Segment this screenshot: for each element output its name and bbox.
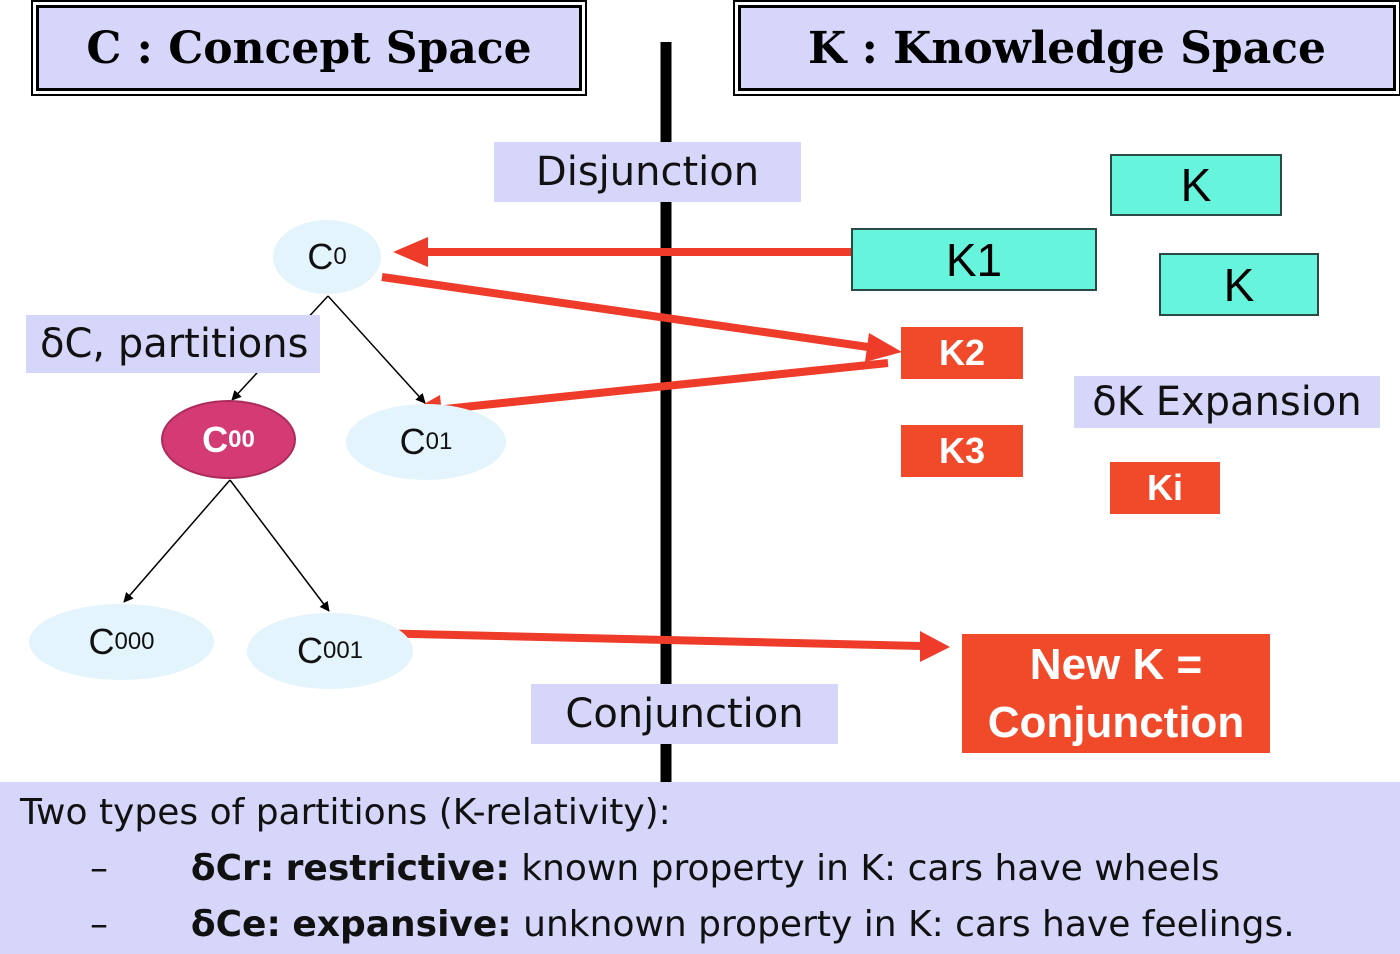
node-c001-base: C bbox=[296, 630, 323, 671]
expansion-label: δK Expansion bbox=[1074, 376, 1380, 428]
node-c0-sub: 0 bbox=[333, 243, 347, 270]
bullet-dash: – bbox=[90, 848, 108, 889]
partition-types-panel: Two types of partitions (K-relativity): … bbox=[0, 782, 1400, 954]
node-c0-base: C bbox=[307, 236, 334, 277]
conjunction-text: Conjunction bbox=[565, 691, 804, 737]
new-k-line2: Conjunction bbox=[987, 697, 1245, 747]
knowledge-box-k-mid: K bbox=[1159, 253, 1319, 316]
concept-space-header: C : Concept Space bbox=[36, 5, 582, 91]
knowledge-box-ki-text: Ki bbox=[1147, 467, 1183, 508]
partitions-text: δC, partitions bbox=[40, 321, 309, 367]
restrictive-type: restrictive: bbox=[285, 848, 510, 889]
node-c000-base: C bbox=[88, 621, 115, 662]
knowledge-space-header: K : Knowledge Space bbox=[738, 5, 1396, 91]
knowledge-box-k3-text: K3 bbox=[938, 430, 986, 471]
arrow-c0-to-k2 bbox=[381, 273, 876, 352]
expansive-type: expansive: bbox=[292, 904, 512, 945]
partition-type-item-restrictive: – δCr: restrictive: known property in K:… bbox=[90, 848, 1220, 889]
knowledge-box-k1: K1 bbox=[851, 228, 1097, 291]
knowledge-box-k2-text: K2 bbox=[938, 332, 986, 373]
node-c001-sub: 001 bbox=[322, 637, 364, 664]
node-c000-sub: 000 bbox=[114, 628, 155, 655]
node-c01-base: C bbox=[399, 421, 426, 462]
new-k-conjunction-box: New K = Conjunction bbox=[962, 634, 1270, 753]
arrow-k1-to-c0-head bbox=[393, 237, 428, 267]
arrow-c001-to-newk bbox=[369, 629, 923, 650]
partition-types-title: Two types of partitions (K-relativity): bbox=[20, 792, 671, 833]
node-c00-base: C bbox=[202, 418, 229, 460]
knowledge-box-k1-text: K1 bbox=[945, 233, 1003, 286]
node-c00-sub: 00 bbox=[228, 425, 255, 453]
knowledge-box-k2: K2 bbox=[901, 327, 1023, 379]
node-c01-sub: 01 bbox=[425, 428, 453, 455]
expansion-text: δK Expansion bbox=[1092, 379, 1362, 425]
disjunction-label: Disjunction bbox=[494, 142, 801, 202]
partitions-label: δC, partitions bbox=[26, 315, 320, 373]
edge-c00-c001 bbox=[229, 479, 330, 612]
concept-space-title: C : Concept Space bbox=[86, 22, 532, 74]
restrictive-term: δCr: bbox=[190, 848, 275, 889]
new-k-line1: New K = bbox=[1029, 639, 1203, 689]
disjunction-text: Disjunction bbox=[535, 149, 760, 195]
edge-c0-c01 bbox=[327, 295, 426, 404]
arrow-c0-to-k2-head bbox=[865, 333, 902, 362]
expansive-term: δCe: bbox=[190, 904, 281, 945]
knowledge-box-k3: K3 bbox=[901, 425, 1023, 477]
knowledge-box-ki: Ki bbox=[1110, 462, 1220, 514]
edge-c00-c000 bbox=[123, 479, 231, 603]
bullet-dash: – bbox=[90, 904, 108, 945]
partition-type-item-expansive: – δCe: expansive: unknown property in K:… bbox=[90, 904, 1295, 945]
conjunction-label: Conjunction bbox=[531, 684, 838, 744]
knowledge-box-k-top: K bbox=[1110, 154, 1282, 216]
knowledge-box-k-mid-text: K bbox=[1223, 258, 1255, 311]
knowledge-box-k-top-text: K bbox=[1180, 159, 1212, 211]
expansive-description: unknown property in K: cars have feeling… bbox=[523, 904, 1295, 945]
arrow-k2-to-c01 bbox=[434, 359, 889, 414]
knowledge-space-title: K : Knowledge Space bbox=[808, 22, 1326, 74]
restrictive-description: known property in K: cars have wheels bbox=[521, 848, 1220, 889]
arrow-c001-to-newk-head bbox=[920, 631, 950, 662]
